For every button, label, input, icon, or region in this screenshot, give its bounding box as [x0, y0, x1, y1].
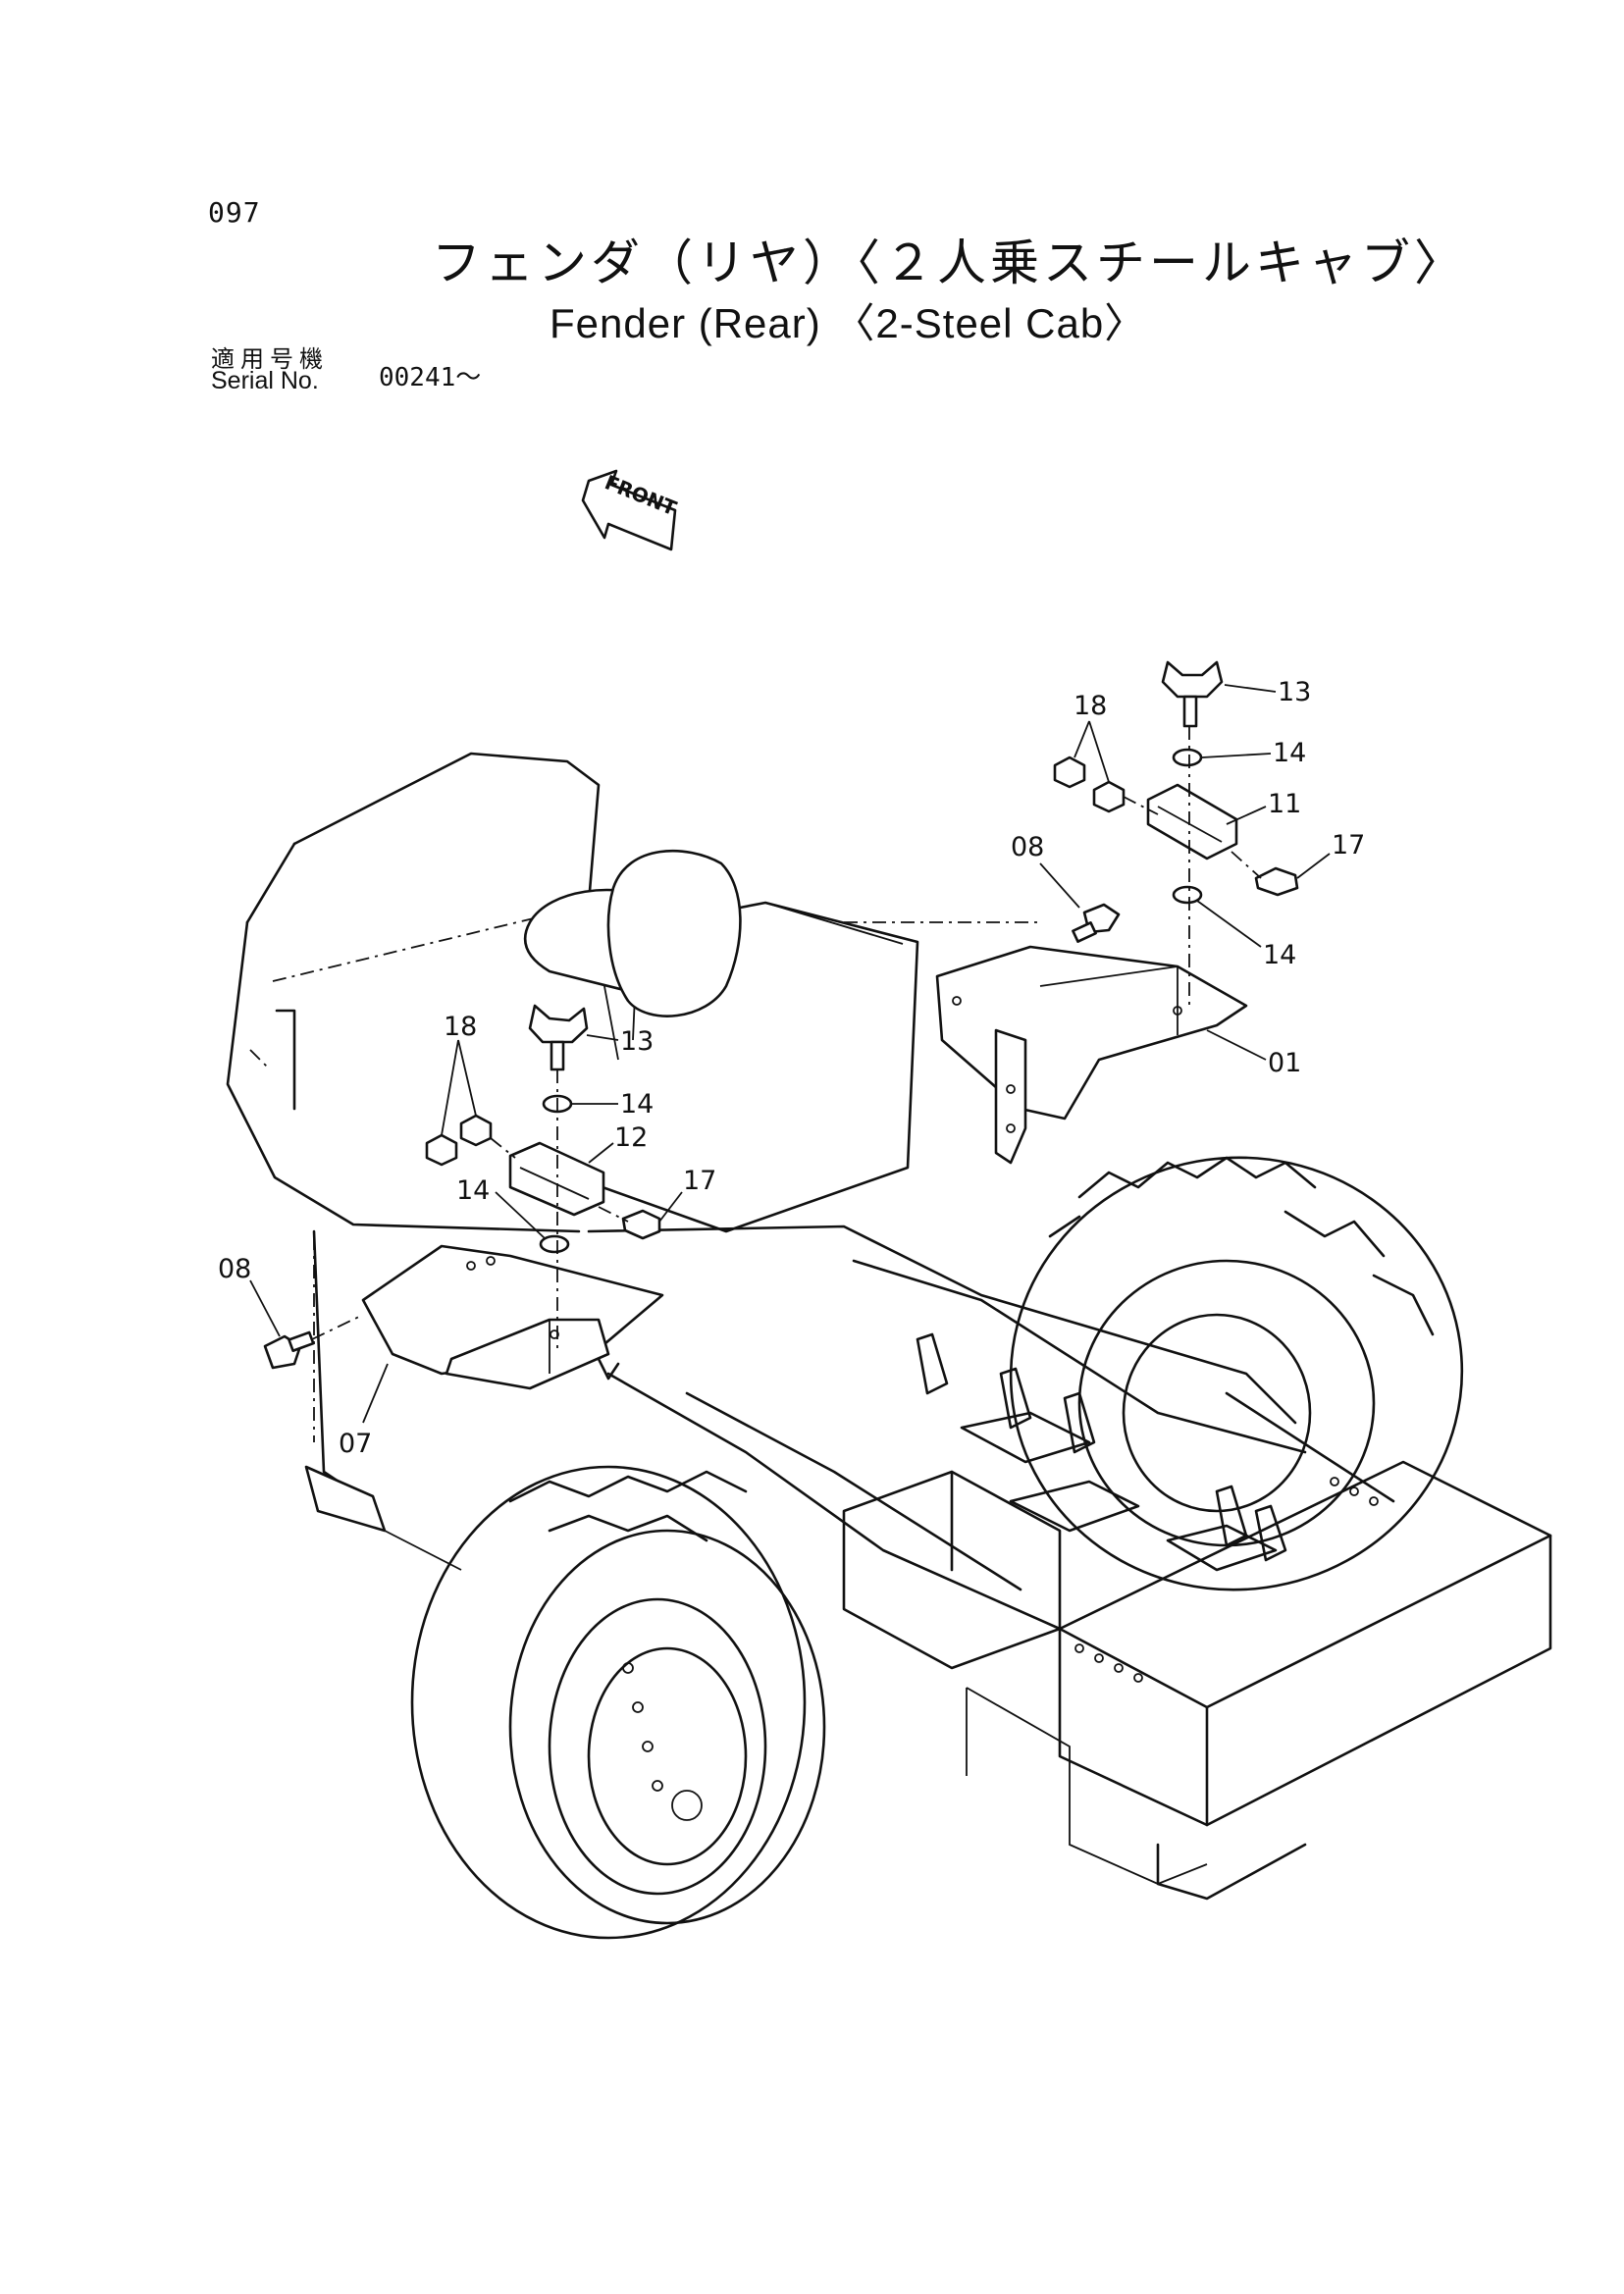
callout-left-18: 18 — [444, 1012, 477, 1042]
callout-right-17: 17 — [1332, 830, 1365, 860]
callout-left-14-bottom: 14 — [456, 1175, 490, 1206]
callout-right-08: 08 — [1011, 832, 1044, 862]
machine-body — [226, 752, 919, 1571]
front-arrow-icon: FRONT — [581, 469, 680, 551]
title-english: Fender (Rear) 〈2-Steel Cab〉 — [550, 300, 1147, 346]
callout-right-14-top: 14 — [1273, 738, 1306, 768]
callout-left-13: 13 — [620, 1026, 654, 1057]
washer-icon — [1172, 748, 1203, 767]
callout-right-11: 11 — [1268, 789, 1301, 819]
chassis-frame — [587, 1225, 1552, 1901]
right-fender-part-01 — [844, 921, 1248, 1165]
title-japanese: フェンダ（リヤ）〈２人乗スチールキャブ〉 — [432, 235, 1467, 291]
callout-left-14-top: 14 — [620, 1089, 654, 1120]
right-hardware — [1053, 660, 1299, 1011]
page-number: 097 — [208, 196, 261, 229]
callout-left-07: 07 — [339, 1429, 372, 1459]
leader-lines — [249, 684, 1331, 1424]
wing-bolt-icon — [1161, 660, 1224, 699]
left-tire — [410, 1465, 826, 1940]
callout-left-17: 17 — [683, 1166, 716, 1196]
nut-icon — [1053, 756, 1086, 789]
callout-right-13: 13 — [1278, 677, 1311, 707]
callout-right-01: 01 — [1268, 1048, 1301, 1078]
clip-icon — [1254, 866, 1299, 897]
callout-left-08: 08 — [218, 1254, 251, 1284]
right-tire — [1009, 1156, 1464, 1591]
left-fender-part-07 — [361, 1244, 664, 1390]
callout-labels: 13 18 14 11 17 08 14 01 18 13 14 12 17 1… — [218, 677, 1365, 1459]
callout-right-18: 18 — [1074, 691, 1107, 721]
serial-number-value: 00241～ — [379, 363, 482, 392]
bracket-icon — [1146, 783, 1238, 860]
serial-label-japanese: 適用号機 — [211, 345, 329, 373]
callout-left-12: 12 — [614, 1122, 648, 1153]
serial-label-english: Serial No. — [211, 367, 319, 394]
callout-right-14-bottom: 14 — [1263, 940, 1296, 970]
